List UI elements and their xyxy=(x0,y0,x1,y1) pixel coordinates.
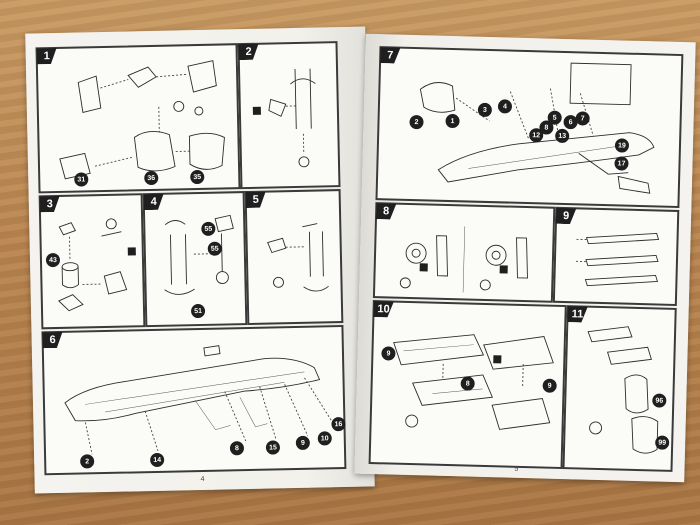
paint-marker xyxy=(499,265,508,274)
step-10-drawing xyxy=(393,334,554,430)
step-10-panel: 10 9 8 9 xyxy=(368,300,567,470)
step-3-panel: 3 43 xyxy=(38,193,146,330)
step-9-panel: 9 xyxy=(552,206,680,306)
step-4-panel: 4 55 55 51 xyxy=(142,191,248,328)
step-6-drawing xyxy=(64,345,336,455)
paint-marker xyxy=(127,247,136,256)
step-8-drawing xyxy=(399,226,528,293)
step-5-drawing xyxy=(267,223,329,292)
step-1-drawing xyxy=(59,60,225,180)
step-3-drawing xyxy=(58,218,128,312)
step-11-panel: 11 96 99 xyxy=(562,305,677,472)
paint-marker xyxy=(493,355,502,364)
step-7-panel: 7 1 2 3 4 5 6 7 8 13 12 17 xyxy=(375,46,684,209)
paint-marker xyxy=(252,106,261,115)
step-8-panel: 8 xyxy=(372,202,556,303)
left-page: 1 31 36 35 2 xyxy=(25,26,375,494)
step-2-drawing xyxy=(268,68,316,168)
step-6-panel: 6 2 14 8 15 9 10 16 xyxy=(41,325,347,476)
step-2-panel: 2 xyxy=(237,41,341,190)
paint-marker xyxy=(419,263,428,272)
right-page: 7 1 2 3 4 5 6 7 8 13 12 17 xyxy=(354,33,696,483)
left-page-number: 4 xyxy=(200,475,205,484)
right-page-number: 5 xyxy=(514,465,519,473)
step-1-panel: 1 31 36 35 xyxy=(35,43,241,194)
step-5-panel: 5 xyxy=(244,189,344,326)
step-7-drawing xyxy=(419,62,655,194)
step-11-drawing xyxy=(587,326,659,454)
step-9-drawing xyxy=(575,232,660,287)
